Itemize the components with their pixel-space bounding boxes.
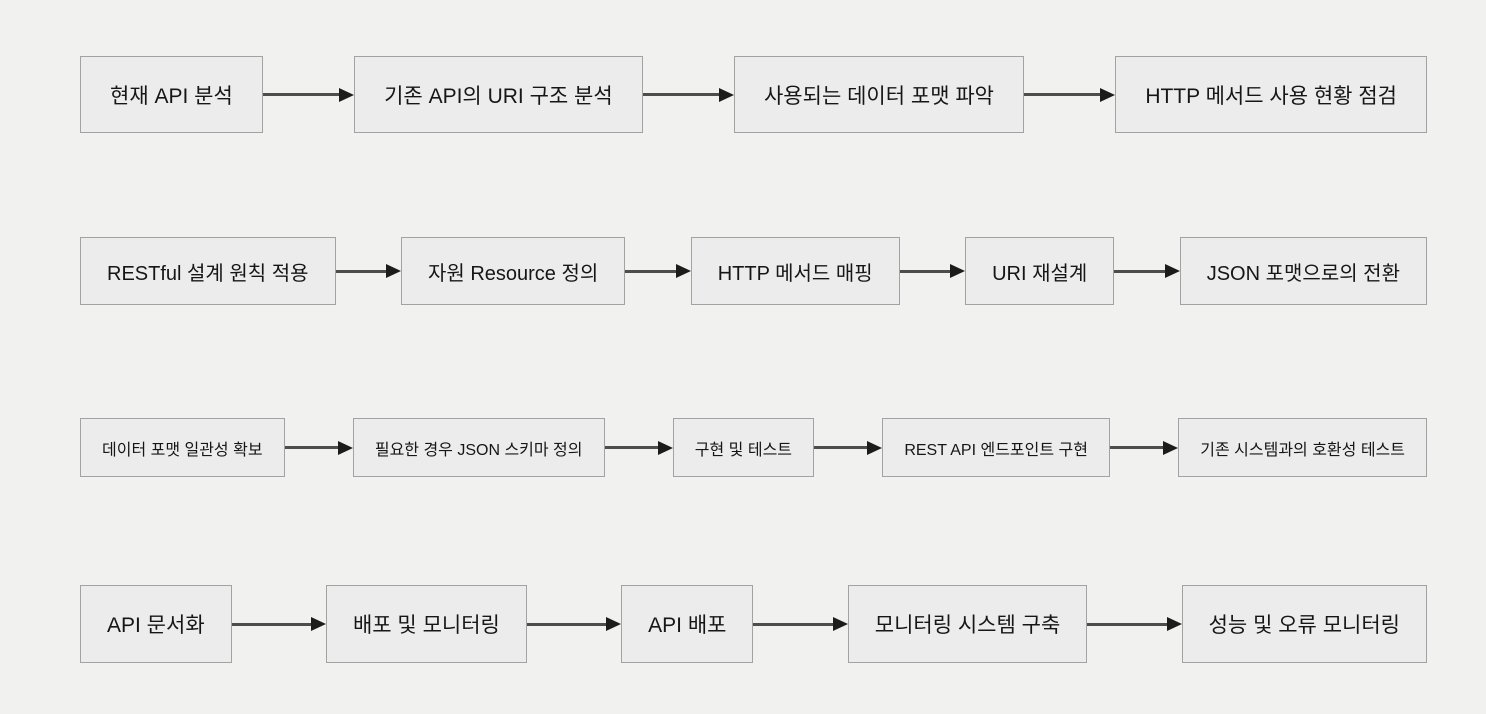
flow-node: 모니터링 시스템 구축 bbox=[847, 585, 1088, 663]
arrow-line bbox=[526, 622, 608, 626]
arrow-head-icon bbox=[657, 440, 673, 455]
flow-arrow bbox=[335, 263, 401, 279]
flow-node: 구현 및 테스트 bbox=[672, 418, 815, 477]
arrow-head-icon bbox=[310, 617, 326, 631]
flow-node: REST API 엔드포인트 구현 bbox=[882, 418, 1110, 477]
flow-node: 데이터 포맷 일관성 확보 bbox=[80, 418, 285, 477]
flow-arrow bbox=[625, 263, 691, 279]
flow-node: 기존 시스템과의 호환성 테스트 bbox=[1178, 418, 1427, 477]
flow-arrow bbox=[526, 616, 622, 632]
flow-row-design: RESTful 설계 원칙 적용 자원 Resource 정의 HTTP 메서드 매… bbox=[80, 237, 1427, 305]
flow-arrow bbox=[1087, 616, 1182, 632]
arrow-line bbox=[753, 622, 834, 626]
arrow-head-icon bbox=[339, 87, 355, 102]
flow-arrow bbox=[642, 87, 734, 103]
flow-node: HTTP 메서드 사용 현황 점검 bbox=[1115, 56, 1427, 133]
arrow-line bbox=[1114, 269, 1166, 273]
arrow-line bbox=[899, 269, 952, 273]
flow-arrow bbox=[231, 616, 326, 632]
flow-node: 배포 및 모니터링 bbox=[325, 585, 527, 663]
arrow-head-icon bbox=[1163, 440, 1179, 455]
flow-node: API 배포 bbox=[621, 585, 754, 663]
arrow-head-icon bbox=[385, 264, 401, 278]
flow-node: HTTP 메서드 매핑 bbox=[690, 237, 900, 305]
arrow-head-icon bbox=[606, 617, 622, 631]
flow-node: 자원 Resource 정의 bbox=[400, 237, 626, 305]
arrow-line bbox=[604, 446, 659, 449]
arrow-line bbox=[1109, 446, 1165, 449]
arrow-line bbox=[625, 269, 677, 273]
arrow-line bbox=[231, 622, 312, 626]
flow-node: JSON 포맷으로의 전환 bbox=[1179, 237, 1427, 305]
flow-node: 필요한 경우 JSON 스키마 정의 bbox=[352, 418, 605, 477]
arrow-head-icon bbox=[337, 440, 353, 455]
flow-arrow bbox=[1114, 263, 1180, 279]
arrow-line bbox=[1087, 622, 1168, 626]
arrow-head-icon bbox=[675, 264, 691, 278]
arrow-head-icon bbox=[1166, 617, 1182, 631]
flow-node: RESTful 설계 원칙 적용 bbox=[80, 237, 336, 305]
arrow-line bbox=[335, 269, 387, 273]
flow-arrow bbox=[604, 440, 673, 456]
arrow-head-icon bbox=[1164, 264, 1180, 278]
flow-row-analysis: 현재 API 분석 기존 API의 URI 구조 분석 사용되는 데이터 포맷 파악… bbox=[80, 56, 1427, 133]
flow-arrow bbox=[1109, 440, 1179, 456]
arrow-head-icon bbox=[950, 264, 966, 278]
flow-arrow bbox=[899, 263, 966, 279]
flow-node: URI 재설계 bbox=[965, 237, 1115, 305]
flow-arrow bbox=[262, 87, 355, 103]
flow-node: 성능 및 오류 모니터링 bbox=[1181, 585, 1427, 663]
flow-arrow bbox=[284, 440, 353, 456]
flow-node: 사용되는 데이터 포맷 파악 bbox=[733, 56, 1025, 133]
flow-row-deployment: API 문서화 배포 및 모니터링 API 배포 모니터링 시스템 구축 성능 및 오류… bbox=[80, 585, 1427, 663]
arrow-head-icon bbox=[1100, 87, 1116, 102]
flow-node: 현재 API 분석 bbox=[80, 56, 263, 133]
flow-arrow bbox=[1024, 87, 1116, 103]
arrow-line bbox=[284, 446, 339, 449]
arrow-line bbox=[1024, 93, 1102, 96]
arrow-line bbox=[814, 446, 869, 449]
flow-arrow bbox=[753, 616, 848, 632]
flow-row-implementation: 데이터 포맷 일관성 확보 필요한 경우 JSON 스키마 정의 구현 및 테스트 R… bbox=[80, 418, 1427, 477]
arrow-head-icon bbox=[832, 617, 848, 631]
flow-arrow bbox=[814, 440, 883, 456]
arrow-line bbox=[262, 93, 341, 96]
arrow-head-icon bbox=[718, 87, 734, 102]
flow-node: API 문서화 bbox=[80, 585, 232, 663]
arrow-line bbox=[642, 93, 720, 96]
arrow-head-icon bbox=[867, 440, 883, 455]
flow-node: 기존 API의 URI 구조 분석 bbox=[354, 56, 643, 133]
